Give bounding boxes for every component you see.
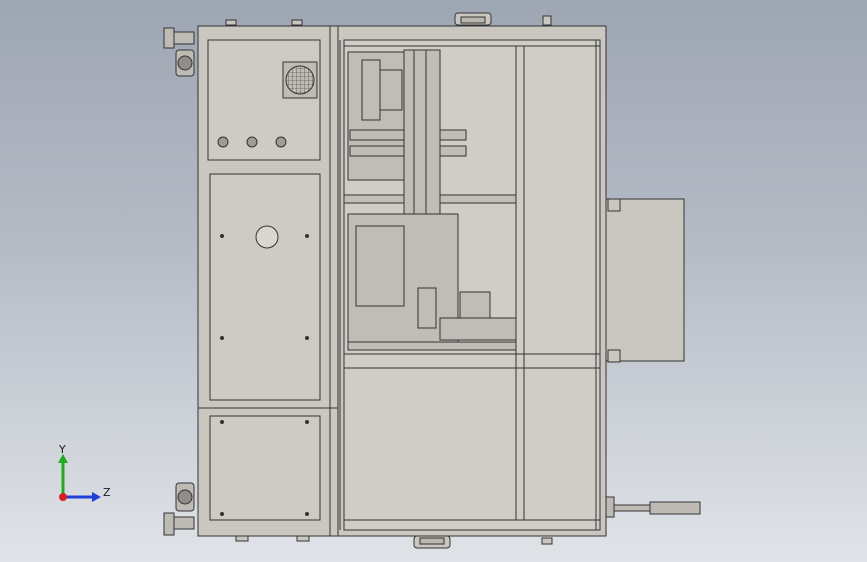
bottom-handle xyxy=(235,535,553,549)
gripper-mechanism xyxy=(347,49,517,351)
caster-wheel-top xyxy=(163,27,195,77)
y-axis-arrow-head xyxy=(58,454,68,463)
orientation-triad xyxy=(48,440,118,510)
x-axis-dot xyxy=(59,493,67,501)
caster-wheel-bottom xyxy=(163,482,195,536)
y-axis-label: Y xyxy=(59,443,66,456)
cylinder-rod xyxy=(605,496,701,518)
side-enclosure xyxy=(605,198,685,363)
electrical-cabinet xyxy=(197,25,339,537)
z-axis-arrow-head xyxy=(92,492,101,502)
z-axis-label: Z xyxy=(103,486,111,499)
top-handle xyxy=(225,12,552,26)
